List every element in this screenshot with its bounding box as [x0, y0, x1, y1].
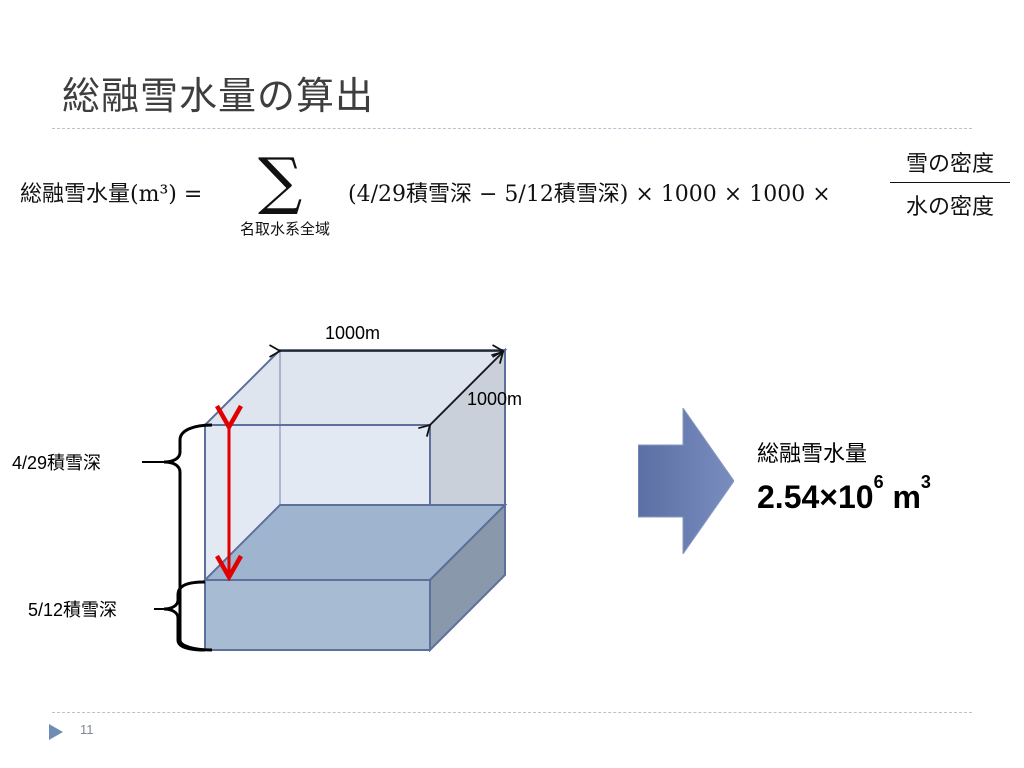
snow-block-front [204, 579, 431, 651]
formula-lhs: 総融雪水量(m³) = [20, 182, 203, 207]
depth-dimension-arrow [418, 350, 505, 437]
formula-body: (4/29積雪深 − 5/12積雪深) × 1000 × 1000 × [348, 182, 831, 207]
depth-dimension-label: 1000m [467, 389, 522, 409]
result-exponent: 6 [873, 472, 884, 492]
fraction-denominator: 水の密度 [905, 195, 994, 220]
result-unit: m [892, 479, 921, 515]
footer-divider [52, 712, 972, 713]
upper-depth-label: 4/29積雪深 [12, 453, 101, 473]
title-divider [52, 128, 972, 129]
formula: 総融雪水量(m³) = ∑ 名取水系全域 (4/29積雪深 − 5/12積雪深)… [20, 146, 1010, 246]
result-panel: 総融雪水量 2.54×106 m3 [757, 440, 931, 516]
summation-subscript: 名取水系全域 [240, 220, 331, 238]
lower-depth-label: 5/12積雪深 [28, 600, 117, 620]
result-value: 2.54×106 m3 [757, 472, 931, 516]
fraction-numerator: 雪の密度 [890, 146, 1010, 183]
width-dimension-label: 1000m [325, 323, 380, 343]
page-number: 11 [80, 722, 94, 737]
result-number: 2.54×10 [757, 479, 874, 515]
footer-triangle-icon [49, 724, 63, 740]
result-label: 総融雪水量 [757, 442, 868, 467]
result-unit-exponent: 3 [920, 472, 931, 492]
slide-title: 総融雪水量の算出 [62, 74, 375, 118]
density-fraction: 雪の密度 水の密度 [890, 146, 1010, 221]
right-arrow-icon [638, 408, 734, 554]
lower-depth-bracket [163, 580, 206, 652]
summation-symbol: ∑ [258, 144, 303, 217]
